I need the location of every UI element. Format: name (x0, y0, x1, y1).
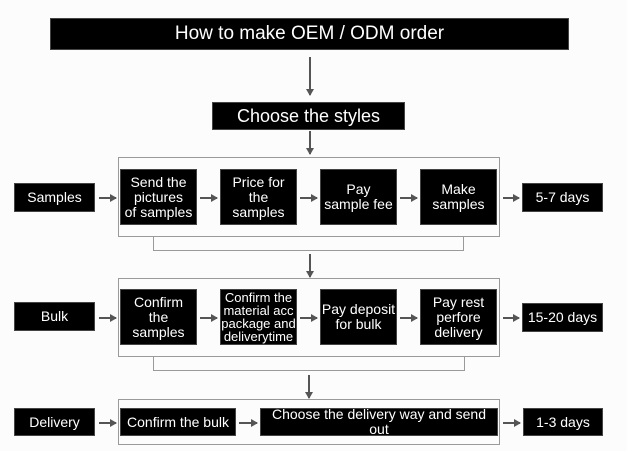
samples-label: Samples (14, 183, 95, 212)
samples-frame (118, 157, 500, 237)
arrow-right-icon (239, 419, 258, 426)
arrow-right-icon (400, 314, 418, 321)
choose-styles-box: Choose the styles (212, 102, 405, 130)
diagram-title: How to make OEM / ODM order (50, 18, 569, 50)
bulk-label: Bulk (14, 302, 95, 331)
arrow-right-icon (300, 314, 318, 321)
arrow-down-icon (305, 375, 312, 399)
arrow-right-icon (99, 419, 117, 426)
delivery-label: Delivery (14, 408, 95, 436)
samples-step-2: Price for the samples (220, 169, 297, 225)
arrow-right-icon (400, 194, 418, 201)
bulk-step-2: Confirm the material acc package and del… (220, 289, 297, 345)
arrow-right-icon (503, 419, 521, 426)
arrow-right-icon (200, 194, 218, 201)
samples-bracket (153, 236, 464, 251)
arrow-right-icon (503, 194, 520, 201)
bulk-duration: 15-20 days (522, 303, 603, 332)
arrow-right-icon (200, 314, 218, 321)
bulk-step-3: Pay deposit for bulk (320, 289, 397, 345)
delivery-step-1: Confirm the bulk (120, 408, 236, 436)
bulk-bracket (153, 356, 465, 371)
arrow-right-icon (300, 194, 318, 201)
delivery-frame (118, 399, 500, 445)
bulk-step-1: Confirm the samples (120, 289, 197, 345)
bulk-step-4: Pay rest perfore delivery (420, 289, 497, 345)
delivery-duration: 1-3 days (523, 408, 603, 436)
samples-step-1: Send the pictures of samples (120, 169, 197, 225)
arrow-right-icon (99, 314, 117, 321)
samples-duration: 5-7 days (522, 183, 603, 212)
arrow-right-icon (99, 194, 117, 201)
arrow-down-icon (306, 57, 313, 96)
samples-step-3: Pay sample fee (320, 169, 397, 225)
arrow-down-icon (306, 131, 313, 155)
arrow-down-icon (306, 254, 313, 278)
bulk-frame (118, 278, 500, 357)
arrow-right-icon (503, 314, 520, 321)
samples-step-4: Make samples (420, 169, 497, 225)
delivery-step-2: Choose the delivery way and send out (260, 407, 498, 437)
